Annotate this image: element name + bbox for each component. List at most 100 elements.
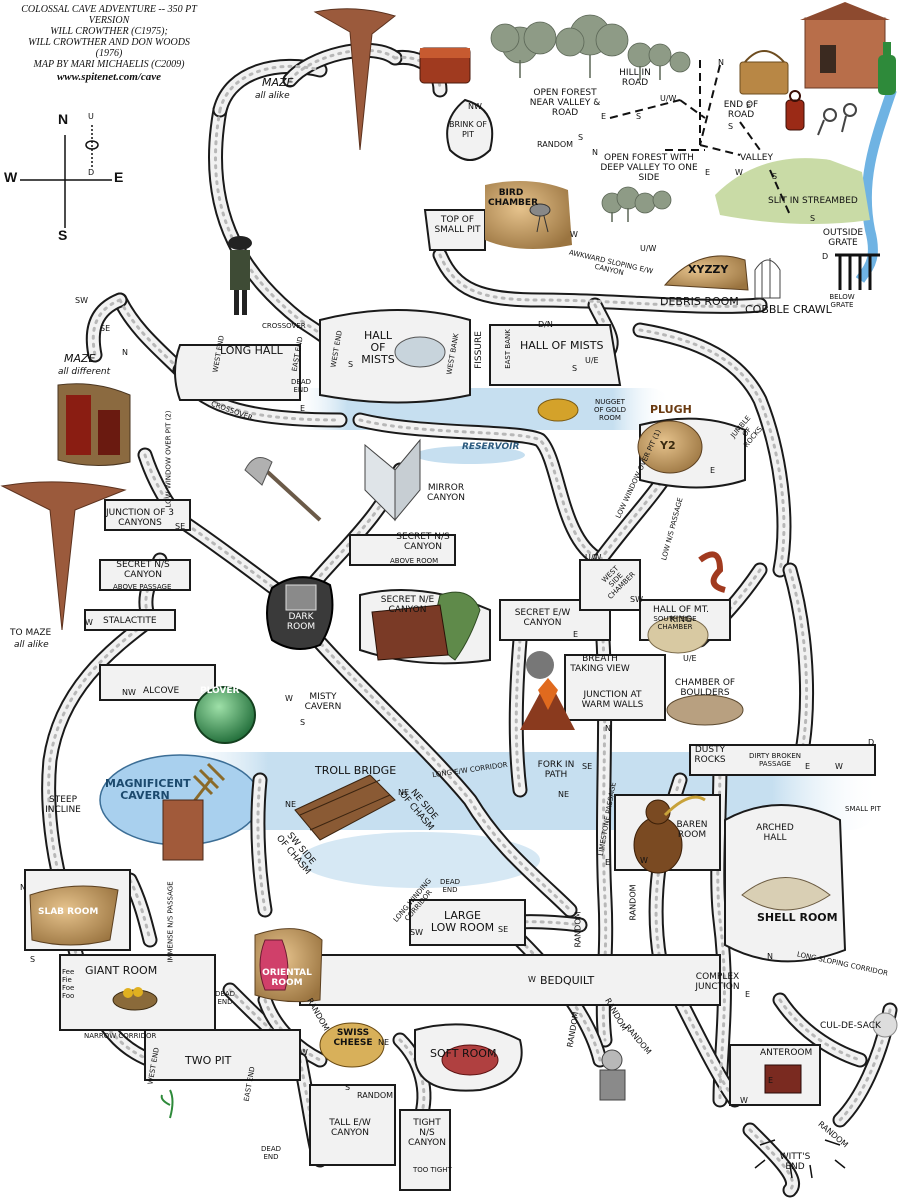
dir-ue-mtking: U/E — [683, 654, 697, 663]
bottle-icon — [878, 42, 896, 95]
nest-icon — [112, 987, 158, 1011]
dir-d-pit: D — [868, 738, 875, 747]
foo: Foo — [62, 992, 75, 1000]
dir-s-slab: S — [30, 955, 36, 964]
credit-line-1: WILL CROWTHER (C1975); — [50, 26, 168, 37]
pirate-icon — [228, 236, 252, 315]
mirror-canyon: MIRROR CANYON — [427, 483, 465, 503]
volcano-icon — [520, 651, 575, 730]
random-bedquilt-1: RANDOM — [628, 884, 638, 921]
dir-ne-swiss: NE — [378, 1038, 390, 1047]
dir-w-valley: W — [735, 168, 743, 177]
dir-e-valley: E — [705, 168, 711, 177]
credit-line-2: WILL CROWTHER AND DON WOODS (1976) — [28, 37, 190, 59]
dark-room-icon — [266, 576, 334, 650]
dir-ne-bridge: NE — [285, 800, 297, 809]
passage-texture-28 — [263, 998, 322, 1062]
large-low-room: LARGE LOW ROOM — [430, 909, 495, 934]
compass-west: W — [4, 169, 18, 185]
passage-texture-35 — [748, 1128, 795, 1192]
dir-s-valley: S — [772, 172, 778, 181]
dead-end-large-low: DEAD END — [440, 878, 460, 894]
bird-chamber-rock — [485, 181, 572, 249]
random-swiss: RANDOM — [357, 1091, 394, 1100]
dir-n-fork: N — [605, 724, 611, 733]
dark-room: DARK ROOM — [286, 612, 316, 632]
lamp-icon — [785, 90, 805, 131]
compass-east: E — [114, 169, 124, 185]
dir-uw-awkward: U/W — [640, 244, 657, 253]
slab-room: SLAB ROOM — [38, 907, 99, 917]
credit-url[interactable]: www.spitenet.com/cave — [56, 71, 162, 83]
pillow-icon — [441, 1044, 499, 1076]
dir-d-grate: D — [822, 252, 829, 261]
plant-icon — [160, 1089, 174, 1119]
dir-e-anteroom: E — [768, 1076, 774, 1085]
maze-different-sub: all different — [58, 367, 111, 377]
dir-n-maze: N — [122, 348, 128, 357]
passage-texture-17 — [298, 618, 572, 912]
narrow-corridor: NARROW CORRIDOR — [84, 1032, 157, 1040]
long-hall: LONG HALL — [220, 344, 283, 357]
stalactite-icon — [0, 8, 397, 631]
swiss-cheese: SWISS CHEESE — [333, 1028, 373, 1048]
slab-icon — [29, 885, 119, 946]
hall-of-mists-east: HALL OF MISTS — [520, 339, 604, 352]
dir-w-anteroom: W — [740, 1096, 748, 1105]
dir-e-baren: E — [605, 858, 611, 867]
dir-nw-alcove: NW — [122, 688, 136, 697]
passage-texture-33 — [778, 998, 862, 1062]
mirror-icon — [364, 438, 421, 522]
outside-grate: OUTSIDE GRATE — [822, 228, 864, 248]
two-pit: TWO PIT — [185, 1054, 232, 1067]
passage-14 — [43, 614, 156, 886]
nugget-icon — [537, 398, 579, 422]
dir-e-secret: E — [573, 630, 579, 639]
dir-se-junction: SE — [175, 522, 186, 531]
soft-room: SOFT ROOM — [430, 1047, 497, 1060]
dir-e-road: E — [746, 101, 752, 110]
dir-s-hill: S — [636, 112, 642, 121]
dir-w-bedquilt: W — [528, 975, 536, 984]
secret-ew-canyon: SECRET E/W CANYON — [514, 608, 571, 628]
brink-of-pit: BRINK OF PIT — [448, 120, 488, 139]
to-maze-label: TO MAZE — [10, 628, 52, 638]
misty-cavern: MISTY CAVERN — [304, 692, 342, 712]
dir-n-forest: N — [592, 148, 598, 157]
immense-ns-passage: IMMENSE N/S PASSAGE — [166, 881, 175, 963]
giant-room: GIANT ROOM — [85, 964, 158, 977]
dir-e-dirty: E — [805, 762, 811, 771]
dead-end-tall-canyon: DEAD END — [261, 1145, 281, 1161]
dir-sw-large: SW — [410, 928, 423, 937]
reservoir: RESERVOIR — [462, 442, 520, 452]
passage-texture-4 — [438, 253, 762, 308]
dirty-broken-passage: DIRTY BROKEN PASSAGE — [748, 752, 801, 768]
treasure-chest-icon — [419, 47, 471, 84]
too-tight: TOO TIGHT — [413, 1166, 452, 1174]
steep-incline: STEEP INCLINE — [45, 795, 81, 815]
door-icon — [162, 799, 204, 861]
plugh-label: PLUGH — [650, 403, 692, 416]
dusty-rocks: DUSTY ROCKS — [694, 745, 726, 765]
passage-texture-0 — [214, 108, 340, 372]
dir-s-road: S — [728, 122, 734, 131]
dir-s-hall: S — [572, 364, 578, 373]
dir-n-shell: N — [767, 952, 773, 961]
oriental-room: ORIENTAL ROOM — [262, 968, 312, 988]
dir-e-complex: E — [745, 990, 751, 999]
passage-texture-14 — [47, 618, 152, 882]
emerald-icon — [194, 686, 256, 744]
vase-icon — [259, 939, 289, 991]
passage-texture-26 — [128, 878, 152, 942]
dwarf-icon — [599, 1049, 626, 1101]
xyzzy-rock — [663, 255, 749, 291]
bear-icon — [633, 799, 683, 874]
baren-room: BAREN ROOM — [676, 820, 708, 840]
dir-w-baren: W — [640, 856, 648, 865]
nugget-room: NUGGET OF GOLD ROOM — [594, 398, 626, 422]
witts-end: WITT'S END — [779, 1152, 811, 1172]
xyzzy-label: XYZZY — [688, 263, 729, 276]
dir-nw-chest: NW — [468, 102, 482, 111]
dir-n-slab: N — [20, 883, 26, 892]
